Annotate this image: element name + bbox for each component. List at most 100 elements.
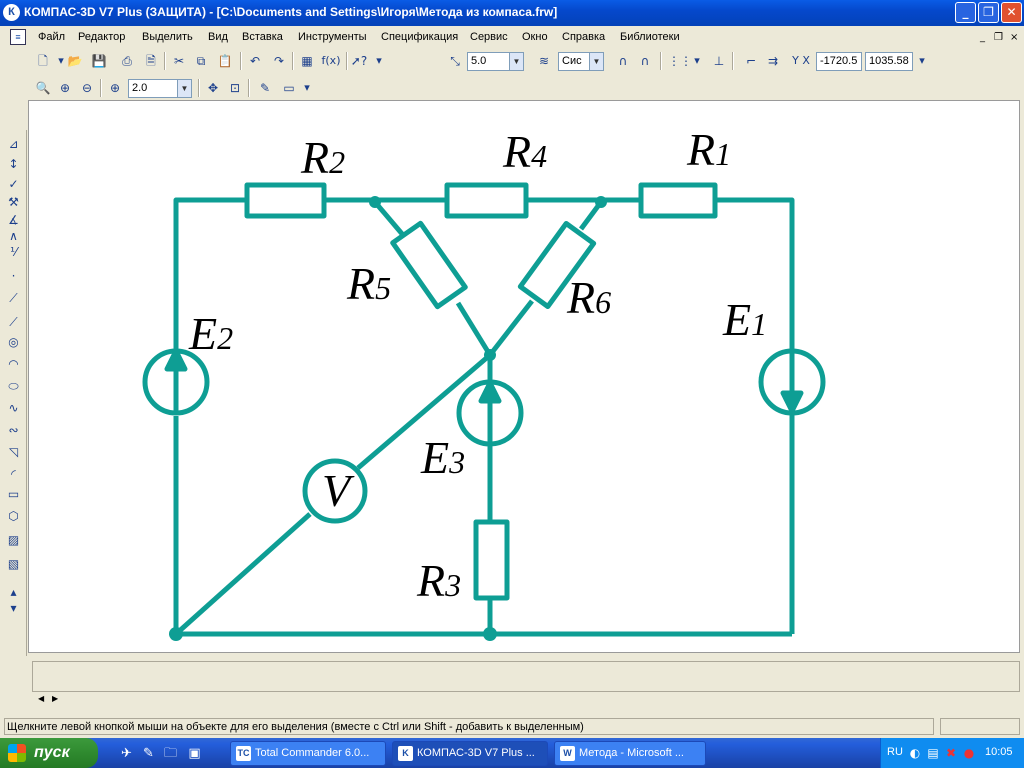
line-icon[interactable]: ⟋	[9, 291, 18, 305]
doc-minimize-icon[interactable]: _	[980, 32, 985, 43]
undo-icon[interactable]: ↶	[249, 54, 261, 68]
paste-icon[interactable]: 📋	[217, 54, 233, 68]
menu-tools[interactable]: Инструменты	[298, 31, 367, 43]
pan-icon[interactable]: ✥	[207, 81, 219, 95]
restore-button[interactable]: ❐	[978, 2, 999, 23]
style-combo[interactable]: Сис	[558, 52, 590, 71]
zoom-dropdown-icon[interactable]: ▼	[177, 79, 192, 98]
style-dropdown-icon[interactable]: ▼	[589, 52, 604, 71]
variables-icon[interactable]: f(x)	[321, 54, 341, 67]
tray-security-icon[interactable]: ✖	[945, 746, 957, 760]
rectangle-icon[interactable]: ▭	[7, 487, 20, 501]
save-icon[interactable]: 💾	[91, 54, 107, 68]
open-folder-icon[interactable]: 📂	[67, 54, 83, 68]
chevron-down-icon[interactable]: ▾	[919, 54, 925, 67]
zoom-combo[interactable]: 2.0	[128, 79, 178, 98]
show-all-icon[interactable]: ⊡	[229, 81, 241, 95]
local-cs-icon[interactable]: ⊥	[713, 54, 725, 68]
display-mode-icon[interactable]: ▭	[283, 81, 295, 95]
menu-libraries[interactable]: Библиотеки	[620, 31, 680, 43]
start-button[interactable]: пуск	[0, 738, 98, 768]
menu-help[interactable]: Справка	[562, 31, 606, 43]
polygon-icon[interactable]: ⬡	[8, 509, 19, 523]
layers-icon[interactable]: ≋	[538, 54, 550, 68]
hatch-icon[interactable]: ▨	[7, 533, 20, 547]
chevron-down-icon[interactable]: ▾	[694, 54, 700, 67]
tray-alert-icon[interactable]: ●	[963, 746, 975, 760]
manager-icon[interactable]: ▦	[301, 54, 313, 68]
coord-x-field[interactable]: -1720.5	[816, 52, 862, 71]
minimize-button[interactable]: _	[955, 2, 976, 23]
edit-icon[interactable]: ⚒	[8, 195, 19, 209]
menu-editor[interactable]: Редактор	[78, 31, 126, 43]
select-icon[interactable]: ⅟	[10, 245, 17, 259]
close-button[interactable]: ✕	[1001, 2, 1022, 23]
step-dropdown-icon[interactable]: ▼	[509, 52, 524, 71]
refresh-icon[interactable]: ✎	[259, 81, 271, 95]
tray-app-icon[interactable]: ◐	[909, 746, 921, 760]
circle-icon[interactable]: ◎	[8, 335, 19, 349]
step-icon[interactable]: ⤡	[450, 54, 460, 68]
zoom-out-icon[interactable]: ⊖	[81, 81, 93, 95]
redo-icon[interactable]: ↷	[273, 54, 285, 68]
drawing-canvas[interactable]: R2 R4 R1 R5 R6 R3 E2 E1 E3 V	[28, 100, 1020, 653]
menu-service[interactable]: Сервис	[470, 31, 508, 43]
quicklaunch-folder-icon[interactable]: 🗀	[163, 746, 177, 761]
zoom-in-icon[interactable]: ⊕	[59, 81, 71, 95]
print-icon[interactable]: ⎙	[122, 54, 132, 68]
measure-icon[interactable]: ∧	[9, 229, 18, 243]
quicklaunch-tool-icon[interactable]: ✈	[121, 746, 132, 761]
dimensions-icon[interactable]: ↕	[8, 157, 19, 171]
cut-icon[interactable]: ✂	[173, 54, 185, 68]
chevron-down-icon[interactable]: ▾	[304, 81, 310, 94]
chevron-down-icon[interactable]: ▾	[58, 54, 64, 67]
task-total-commander[interactable]: TC Total Commander 6.0...	[230, 741, 386, 766]
doc-close-icon[interactable]: ×	[1010, 32, 1019, 43]
point-icon[interactable]: ·	[11, 269, 16, 283]
menu-window[interactable]: Окно	[522, 31, 548, 43]
coord-y-field[interactable]: 1035.58	[865, 52, 913, 71]
arc-icon[interactable]: ◠	[8, 357, 19, 371]
zoom-scale-icon[interactable]: ⊕	[109, 81, 121, 95]
tray-network-icon[interactable]: ▤	[927, 746, 939, 760]
copy-icon[interactable]: ⧉	[196, 54, 206, 68]
segment-icon[interactable]: ⟋	[9, 315, 18, 329]
chevron-down-icon[interactable]: ▾	[10, 601, 17, 615]
chevron-up-icon[interactable]: ▴	[10, 585, 17, 599]
grid-icon[interactable]: ⋮⋮	[668, 54, 692, 68]
magnet-icon[interactable]: ∩	[618, 54, 628, 68]
chevron-down-icon[interactable]: ▾	[376, 54, 382, 67]
menu-insert[interactable]: Вставка	[242, 31, 283, 43]
snap-magnet-icon[interactable]: ∩	[640, 54, 650, 68]
print-preview-icon[interactable]: 🗎	[146, 54, 156, 68]
language-indicator[interactable]: RU	[887, 746, 903, 758]
quicklaunch-media-icon[interactable]: ▣	[188, 746, 201, 761]
scroll-left-icon[interactable]: ◀	[38, 694, 45, 703]
scroll-right-icon[interactable]: ▶	[52, 694, 59, 703]
task-word[interactable]: W Метода - Microsoft ...	[554, 741, 706, 766]
parametrization-icon[interactable]: ∡	[8, 213, 19, 227]
spline-icon[interactable]: ∿	[8, 401, 19, 415]
fill-icon[interactable]: ▧	[7, 557, 20, 571]
geometry-icon[interactable]: ⊿	[8, 137, 19, 151]
designations-icon[interactable]: ✓	[8, 177, 19, 191]
kompas-app-icon[interactable]: К	[3, 4, 20, 21]
new-document-icon[interactable]: 🗋	[38, 54, 48, 68]
polyline-icon[interactable]: ∾	[8, 423, 19, 437]
ortho-icon[interactable]: ⌐	[745, 54, 757, 68]
horizontal-scrollbar[interactable]: ◀ ▶	[32, 694, 1020, 708]
ellipse-icon[interactable]: ⬭	[8, 379, 19, 393]
document-icon[interactable]: ≡	[10, 29, 26, 45]
task-kompas[interactable]: K КОМПАС-3D V7 Plus ...	[392, 741, 548, 766]
step-combo[interactable]: 5.0	[467, 52, 511, 71]
help-pointer-icon[interactable]: ➚?	[350, 54, 368, 68]
menu-select[interactable]: Выделить	[142, 31, 193, 43]
zoom-window-icon[interactable]: 🔍	[35, 81, 51, 95]
round-icon[interactable]: ⇉	[767, 54, 779, 68]
quicklaunch-edit-icon[interactable]: ✎	[143, 746, 154, 761]
doc-restore-icon[interactable]: ❐	[994, 32, 1003, 43]
menu-file[interactable]: Файл	[38, 31, 66, 43]
menu-view[interactable]: Вид	[208, 31, 228, 43]
fillet-icon[interactable]: ◜	[11, 467, 16, 481]
menu-specification[interactable]: Спецификация	[381, 31, 459, 43]
